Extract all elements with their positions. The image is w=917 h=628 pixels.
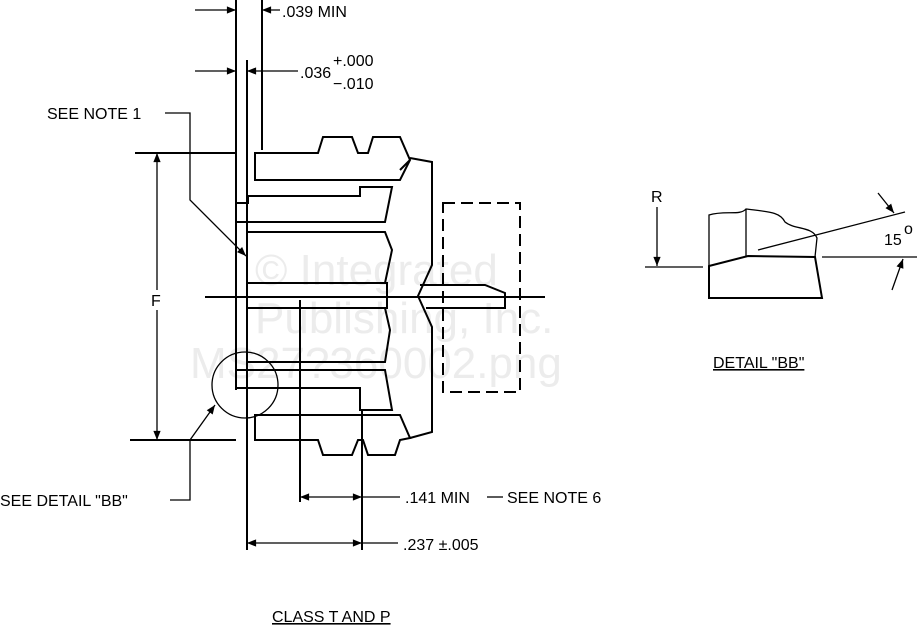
dimension-f-label: F xyxy=(151,293,161,310)
note-1-callout: SEE NOTE 1 xyxy=(47,106,247,257)
degree-symbol: o xyxy=(904,221,913,238)
watermark: © Integrated Publishing, Inc. MS27?36000… xyxy=(190,246,562,388)
dimension-039-label: .039 MIN xyxy=(282,4,347,21)
detail-bb-title: DETAIL "BB" xyxy=(713,355,804,372)
dimension-141: .141 MIN SEE NOTE 6 xyxy=(299,490,601,507)
dimension-039: .039 MIN xyxy=(195,4,347,21)
dimension-237-label: .237 ±.005 xyxy=(403,537,479,554)
angle-label: 15 xyxy=(884,232,902,249)
r-label: R xyxy=(651,189,663,206)
dimension-036: .036 +.000 −.010 xyxy=(195,53,374,93)
see-detail-label: SEE DETAIL "BB" xyxy=(0,493,128,510)
dimension-036-label: .036 xyxy=(300,65,331,82)
detail-bb-circle xyxy=(211,351,279,419)
dimension-036-plus: +.000 xyxy=(333,53,374,70)
dimension-036-minus: −.010 xyxy=(333,76,374,93)
dimension-f: F xyxy=(151,153,161,441)
see-detail-callout: SEE DETAIL "BB" xyxy=(0,404,216,510)
watermark-line-2: Publishing, Inc. xyxy=(255,294,553,343)
watermark-line-3: MS27?360002.png xyxy=(190,339,562,388)
drawing-caption: CLASS T AND P xyxy=(272,609,391,626)
watermark-line-1: © Integrated xyxy=(255,246,498,295)
dimension-237: .237 ±.005 xyxy=(246,537,479,554)
see-note-6-label: SEE NOTE 6 xyxy=(507,490,601,507)
detail-bb: R 15 o DETAIL "BB" xyxy=(645,189,917,372)
dimension-141-label: .141 MIN xyxy=(405,490,470,507)
see-note-1-label: SEE NOTE 1 xyxy=(47,106,141,123)
